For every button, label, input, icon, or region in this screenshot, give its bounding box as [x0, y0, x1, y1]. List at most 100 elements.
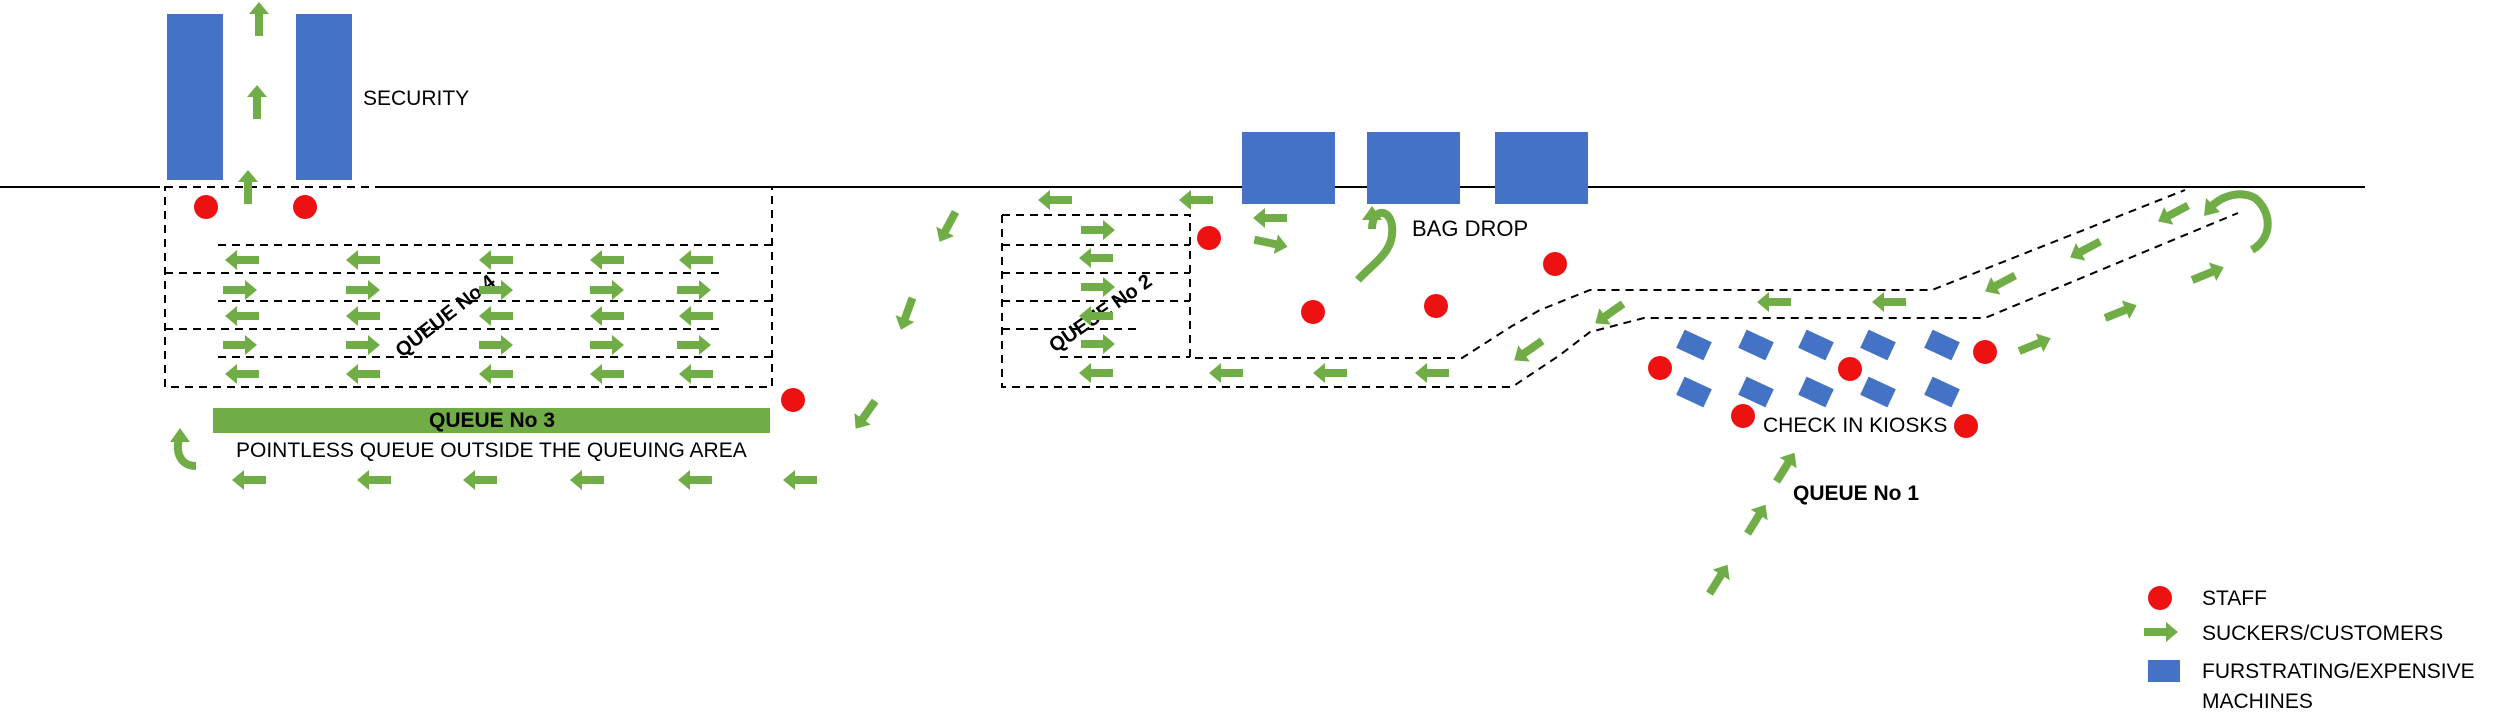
customer-arrow	[679, 364, 713, 384]
customer-arrow	[357, 470, 391, 490]
queue-4-area	[164, 186, 773, 388]
security-gate-left	[167, 14, 223, 186]
staff-dot	[1731, 404, 1755, 428]
staff-dot	[194, 195, 218, 219]
customer-arrow	[677, 335, 711, 355]
bag-drop-machine	[1367, 132, 1460, 204]
customer-arrow	[1313, 363, 1347, 383]
customer-arrow	[1079, 363, 1113, 383]
customer-arrow	[679, 306, 713, 326]
customer-arrow	[2065, 232, 2105, 267]
queue-3-label: QUEUE No 3	[429, 409, 555, 432]
customer-arrow	[463, 470, 497, 490]
staff-markers	[194, 195, 1997, 438]
staff-dot	[1424, 294, 1448, 318]
customer-arrows	[170, 2, 2272, 599]
bag-drop-area: BAG DROP	[1242, 132, 1588, 241]
customer-arrow	[1980, 266, 2020, 301]
bag-drop-machine	[1495, 132, 1588, 204]
customer-arrow	[479, 335, 513, 355]
customer-legend-icon	[2144, 622, 2178, 642]
customer-arrow	[930, 207, 965, 247]
check-in-kiosks-label: CHECK IN KIOSKS	[1763, 414, 1947, 437]
pointless-queue-label: POINTLESS QUEUE OUTSIDE THE QUEUING AREA	[236, 439, 747, 462]
kiosk	[1676, 376, 1712, 408]
customer-arrow	[2015, 328, 2055, 361]
bag-drop-machine	[1242, 132, 1335, 204]
kiosk	[1860, 329, 1896, 361]
legend-customers-label: SUCKERS/CUSTOMERS	[2202, 622, 2443, 645]
customer-arrow	[1209, 363, 1243, 383]
customer-arrow	[1415, 363, 1449, 383]
customer-arrow	[677, 280, 711, 300]
staff-dot	[1973, 340, 1997, 364]
customer-arrow	[590, 364, 624, 384]
staff-dot	[1543, 252, 1567, 276]
kiosk	[1924, 376, 1960, 408]
staff-dot	[1838, 357, 1862, 381]
customer-arrow	[1739, 499, 1775, 539]
kiosk	[1738, 376, 1774, 408]
staff-dot	[293, 195, 317, 219]
kiosk	[1798, 376, 1834, 408]
customer-arrow	[678, 470, 712, 490]
kiosk	[1798, 329, 1834, 361]
customer-arrow	[225, 364, 259, 384]
staff-legend-icon	[2148, 586, 2172, 610]
customer-arrow	[2188, 257, 2228, 290]
customer-arrow	[479, 250, 513, 270]
customer-arrow	[346, 306, 380, 326]
customer-arrow	[2153, 196, 2193, 231]
queue-2-area	[1001, 189, 2239, 388]
customer-arrow	[232, 470, 266, 490]
customer-arrow	[590, 335, 624, 355]
customer-arrow	[679, 250, 713, 270]
kiosk	[1738, 329, 1774, 361]
customer-arrow	[1757, 292, 1791, 312]
customer-arrow	[1589, 295, 1629, 332]
customer-arrow	[1253, 208, 1287, 228]
staff-dot	[1648, 356, 1672, 380]
legend-staff-label: STAFF	[2202, 587, 2267, 610]
customer-arrow	[1701, 559, 1737, 599]
machine-legend-icon	[2148, 660, 2180, 682]
queue-1-label: QUEUE No 1	[1793, 482, 1919, 505]
customer-arrow	[2101, 295, 2141, 328]
legend: STAFF SUCKERS/CUSTOMERS FURSTRATING/EXPE…	[2144, 586, 2475, 713]
customer-arrow	[346, 250, 380, 270]
customer-arrow	[570, 470, 604, 490]
customer-arrow	[590, 280, 624, 300]
staff-dot	[781, 388, 805, 412]
customer-arrow	[1038, 190, 1072, 210]
queue-3-bar	[213, 408, 770, 433]
customer-arrow	[783, 470, 817, 490]
kiosk	[1860, 376, 1896, 408]
customer-arrow	[479, 364, 513, 384]
customer-arrow	[1252, 229, 1290, 257]
check-in-kiosks	[1676, 329, 1960, 408]
customer-arrow	[1355, 208, 1397, 283]
customer-arrow	[590, 306, 624, 326]
security-label: SECURITY	[363, 87, 469, 110]
kiosk	[1924, 329, 1960, 361]
security-gate-right	[296, 14, 352, 186]
customer-arrow	[1508, 332, 1548, 369]
customer-arrow	[346, 335, 380, 355]
customer-arrow	[590, 250, 624, 270]
legend-machines-label-2: MACHINES	[2202, 690, 2313, 713]
customer-arrow	[1081, 220, 1115, 240]
customer-arrow	[223, 280, 257, 300]
customer-arrow	[891, 294, 922, 334]
bag-drop-label: BAG DROP	[1412, 216, 1528, 241]
customer-arrow	[1768, 447, 1804, 487]
customer-arrow	[247, 85, 267, 119]
customer-arrow	[1179, 190, 1213, 210]
customer-arrow	[847, 395, 884, 435]
kiosk	[1676, 329, 1712, 361]
staff-dot	[1954, 414, 1978, 438]
customer-arrow	[346, 364, 380, 384]
customer-arrow	[223, 335, 257, 355]
customer-arrow	[479, 306, 513, 326]
security-area: SECURITY	[160, 14, 469, 196]
